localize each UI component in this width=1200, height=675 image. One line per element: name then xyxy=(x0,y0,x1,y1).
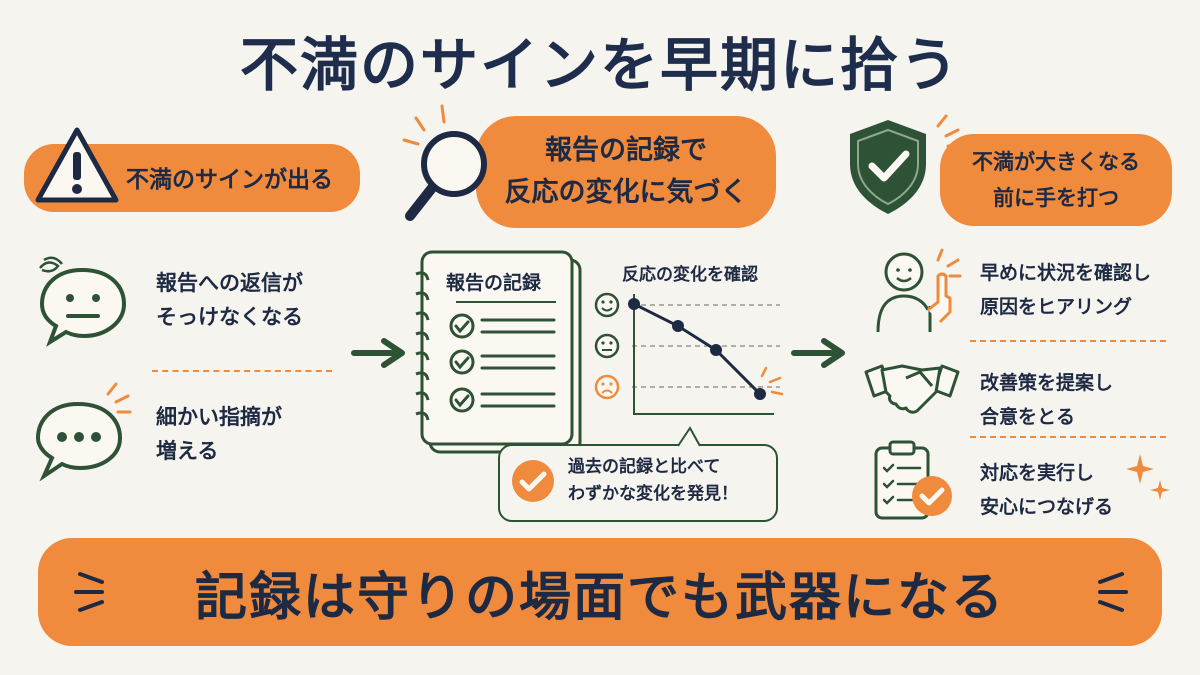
banner-accent-left-icon xyxy=(74,572,104,612)
left-item-1-line-2: そっけなくなる xyxy=(156,305,303,329)
bottom-banner: 記録は守りの場面でも武器になる xyxy=(38,538,1162,646)
notebook-title: 報告の記録 xyxy=(446,272,542,294)
handshake-icon xyxy=(864,364,960,414)
right-divider-2 xyxy=(970,436,1166,438)
chart-title: 反応の変化を確認 xyxy=(622,265,758,285)
reaction-chart xyxy=(594,292,784,415)
right-item-1-text: 早めに状況を確認し 原因をヒアリング xyxy=(980,256,1151,324)
callout-pointer xyxy=(677,426,701,447)
right-divider-1 xyxy=(970,340,1166,342)
notebook-icon xyxy=(415,250,582,454)
page-title: 不満のサインを早期に拾う xyxy=(239,31,960,99)
warning-triangle-icon xyxy=(35,127,119,203)
right-header-text: 不満が大きくなる 前に手を打つ xyxy=(940,144,1172,216)
right-item-1-line-2: 原因をヒアリング xyxy=(980,296,1133,318)
left-item-2-line-2: 増える xyxy=(156,439,219,463)
ellipsis-speech-bubble-icon xyxy=(35,382,132,482)
right-item-2-line-1: 改善策を提案し xyxy=(980,372,1114,394)
right-item-3-text: 対応を実行し 安心につなげる xyxy=(980,456,1113,524)
right-header xyxy=(940,134,1172,226)
neutral-face-icon xyxy=(594,333,620,359)
callout-text: 過去の記録と比べて わずかな変化を発見！ xyxy=(568,454,738,508)
left-item-2-line-1: 細かい指摘が xyxy=(156,405,282,429)
clipboard-check-icon xyxy=(874,440,952,520)
arrow-right-icon xyxy=(351,338,405,368)
right-item-3-line-1: 対応を実行し xyxy=(980,462,1095,484)
middle-header-line-2: 反応の変化に気づく xyxy=(504,177,748,208)
middle-header xyxy=(476,116,776,228)
left-divider xyxy=(152,370,332,372)
magnifier-icon xyxy=(402,104,487,221)
left-item-1-text: 報告への返信が そっけなくなる xyxy=(156,266,303,334)
callout-line-2: わずかな変化を発見！ xyxy=(568,484,738,504)
neutral-face-speech-bubble-icon xyxy=(39,256,127,347)
left-item-2-text: 細かい指摘が 増える xyxy=(156,400,282,468)
left-header-label: 不満のサインが出る xyxy=(126,167,333,193)
banner-accent-right-icon xyxy=(1098,572,1128,612)
right-item-2-text: 改善策を提案し 合意をとる xyxy=(980,366,1113,434)
shield-check-icon xyxy=(850,114,962,214)
right-item-2-line-2: 合意をとる xyxy=(980,406,1076,428)
sad-face-icon xyxy=(594,374,620,400)
person-pointing-icon xyxy=(876,248,962,333)
banner-text: 記録は守りの場面でも武器になる xyxy=(194,567,1005,628)
left-item-1-line-1: 報告への返信が xyxy=(156,271,303,295)
middle-header-line-1: 報告の記録で xyxy=(545,135,707,166)
right-header-line-2: 前に手を打つ xyxy=(993,186,1119,210)
check-circle-icon xyxy=(512,460,554,502)
right-header-line-1: 不満が大きくなる xyxy=(972,150,1140,174)
callout-line-1: 過去の記録と比べて xyxy=(568,457,721,477)
middle-header-text: 報告の記録で 反応の変化に気づく xyxy=(476,130,776,214)
right-item-1-line-1: 早めに状況を確認し xyxy=(980,262,1152,284)
happy-face-icon xyxy=(594,292,620,318)
arrow-right-icon xyxy=(791,338,845,368)
sparkle-icon xyxy=(1126,454,1170,500)
right-item-3-line-2: 安心につなげる xyxy=(980,496,1114,518)
